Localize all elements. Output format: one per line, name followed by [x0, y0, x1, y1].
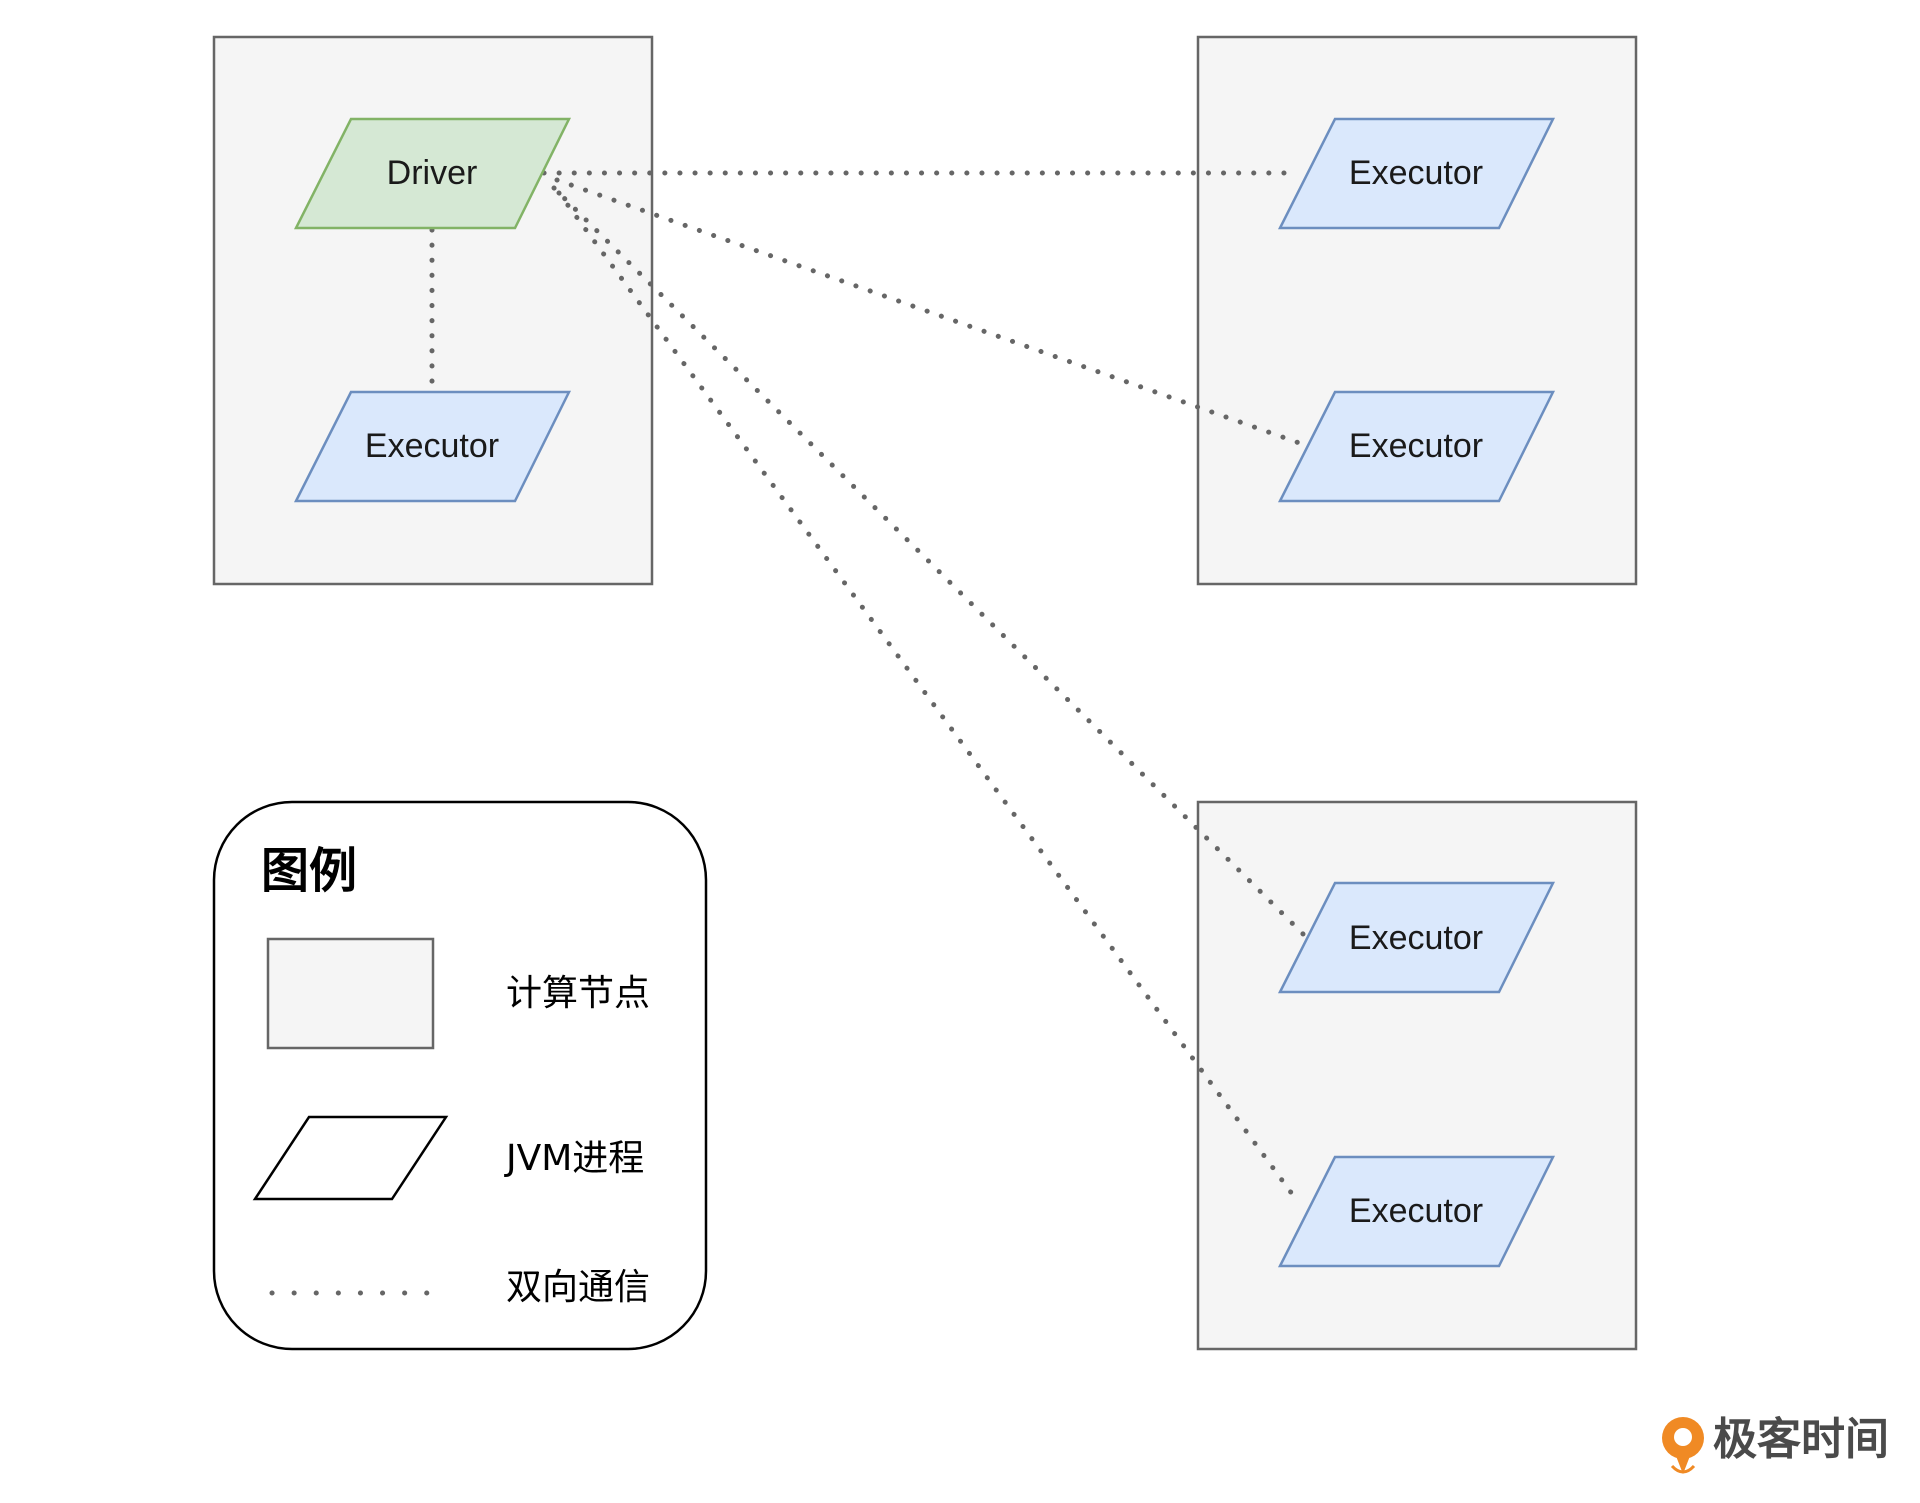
- executor-shape: [1277, 117, 1556, 230]
- legend-title: 图例: [261, 843, 357, 899]
- legend-compute-node-swatch: [266, 937, 435, 1050]
- brand-icon: [1662, 1417, 1704, 1474]
- executor-node2-top: Executor: [1277, 117, 1556, 230]
- link-driver-executor-3b: [556, 190, 1301, 1205]
- brand-name: 极客时间: [1713, 1414, 1889, 1465]
- driver-shape: [293, 117, 572, 230]
- executor-label: Executor: [365, 427, 499, 465]
- executor-shape: [1277, 881, 1556, 994]
- brand-logo: 极客时间: [1662, 1414, 1889, 1474]
- executor-shape: [1277, 1155, 1556, 1268]
- executor-shape: [1277, 390, 1556, 503]
- executor-label: Executor: [1349, 427, 1483, 465]
- executor-shape: [293, 390, 572, 503]
- executor-node3-top: Executor: [1277, 881, 1556, 994]
- executor-node2-bottom: Executor: [1277, 390, 1556, 503]
- driver-label: Driver: [387, 154, 478, 192]
- executor-label: Executor: [1349, 919, 1483, 957]
- executor-label: Executor: [1349, 1192, 1483, 1230]
- legend-compute-node-label: 计算节点: [506, 973, 650, 1014]
- link-driver-executor-2b: [554, 177, 1308, 448]
- legend-jvm-process-swatch: [252, 1115, 449, 1201]
- legend: 图例 计算节点 JVM进程 双向通信: [212, 800, 708, 1351]
- driver-process: Driver: [293, 117, 572, 230]
- executor-node1: Executor: [293, 390, 572, 503]
- executor-node3-bottom: Executor: [1277, 1155, 1556, 1268]
- executor-label: Executor: [1349, 154, 1483, 192]
- communication-links: [429, 170, 1308, 1205]
- legend-jvm-process-label: JVM进程: [504, 1138, 644, 1179]
- link-driver-executor-3a: [551, 185, 1306, 937]
- legend-comm-label: 双向通信: [506, 1267, 650, 1308]
